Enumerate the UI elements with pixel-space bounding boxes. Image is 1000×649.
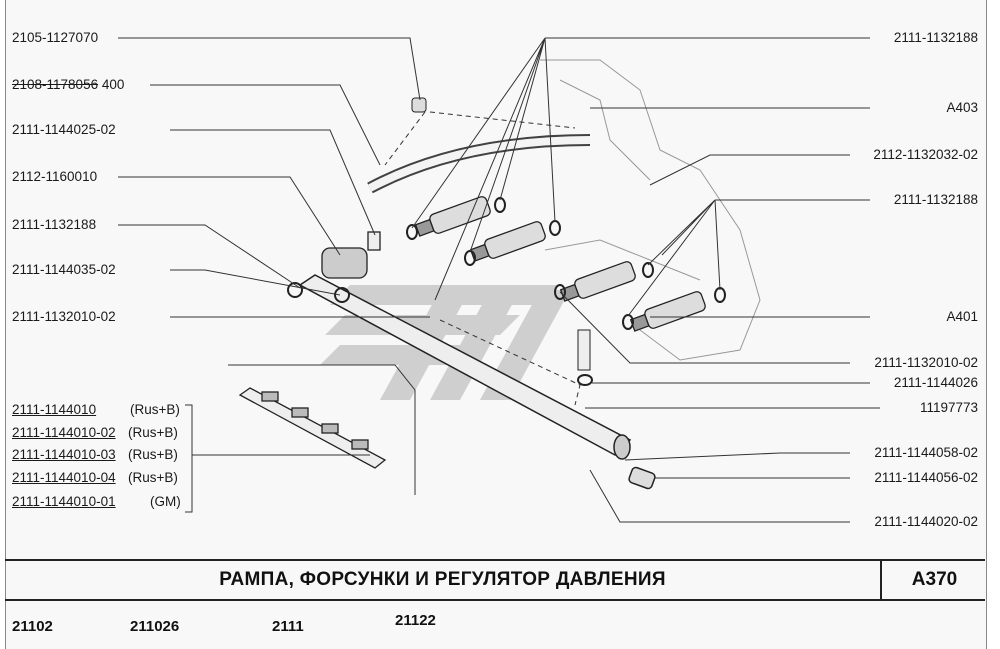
part-label: 2111-1144025-02 bbox=[12, 122, 116, 137]
pressure-regulator bbox=[321, 231, 381, 279]
part-quantity-suffix: 400 bbox=[101, 77, 125, 92]
model-label: 211026 bbox=[130, 618, 180, 635]
rail-variant-part[interactable]: 2111-1144010-04 bbox=[12, 470, 116, 485]
rail-variant-part[interactable]: 2111-1144010-01 bbox=[12, 494, 116, 509]
model-label: 21102 bbox=[12, 618, 53, 635]
part-label: 2111-1132010-02 bbox=[874, 355, 978, 370]
title-block: РАМПА, ФОРСУНКИ И РЕГУЛЯТОР ДАВЛЕНИЯ A37… bbox=[5, 559, 985, 601]
rail-variant-part[interactable]: 2111-1144010 bbox=[12, 402, 97, 417]
page-title: РАМПА, ФОРСУНКИ И РЕГУЛЯТОР ДАВЛЕНИЯ bbox=[219, 569, 666, 590]
part-label: 2111-1132188 bbox=[893, 192, 978, 207]
rail-variant-spec: (Rus+B) bbox=[128, 447, 178, 462]
fuel-rail bbox=[298, 274, 656, 490]
part-label: 2111-1132188 bbox=[893, 30, 978, 45]
page-code: A370 bbox=[880, 561, 987, 599]
leader-lines bbox=[118, 37, 880, 523]
reference-label[interactable]: A403 bbox=[946, 100, 978, 115]
rail-bolt bbox=[577, 329, 591, 371]
rail-variant-spec: (GM) bbox=[150, 494, 181, 509]
part-label: 2112-1160010 bbox=[12, 169, 98, 184]
exploded-parts-diagram bbox=[118, 37, 880, 523]
part-label: 2111-1144035-02 bbox=[12, 262, 116, 277]
hose-clamp bbox=[411, 97, 427, 113]
rail-variant-part[interactable]: 2111-1144010-02 bbox=[12, 425, 116, 440]
part-label: 2111-1144058-02 bbox=[874, 445, 978, 460]
part-label: 11197773 bbox=[919, 400, 978, 415]
part-label: 2111-1132010-02 bbox=[12, 309, 116, 324]
model-label: 21122 bbox=[395, 612, 436, 629]
part-label: 2105-1127070 bbox=[12, 30, 99, 45]
part-label: 2111-1132188 bbox=[12, 217, 97, 232]
part-label: 2111-1144020-02 bbox=[874, 514, 978, 529]
rail-variant-spec: (Rus+B) bbox=[130, 402, 180, 417]
model-label: 2111 bbox=[272, 618, 304, 635]
rail-assembly-small bbox=[238, 387, 387, 469]
part-label-superseded: 2108-1178056 400 bbox=[12, 77, 124, 93]
rail-variant-part[interactable]: 2111-1144010-03 bbox=[12, 447, 116, 462]
assembly-arrows bbox=[384, 111, 581, 406]
rail-variant-spec: (Rus+B) bbox=[128, 425, 178, 440]
part-label: 2112-1132032-02 bbox=[873, 147, 978, 162]
superseded-part-number: 2108-1178056 bbox=[12, 77, 99, 92]
part-label: 2111-1144056-02 bbox=[874, 470, 978, 485]
reference-label[interactable]: A401 bbox=[946, 309, 978, 324]
part-label: 2111-1144026 bbox=[893, 375, 978, 390]
rail-variant-spec: (Rus+B) bbox=[128, 470, 178, 485]
